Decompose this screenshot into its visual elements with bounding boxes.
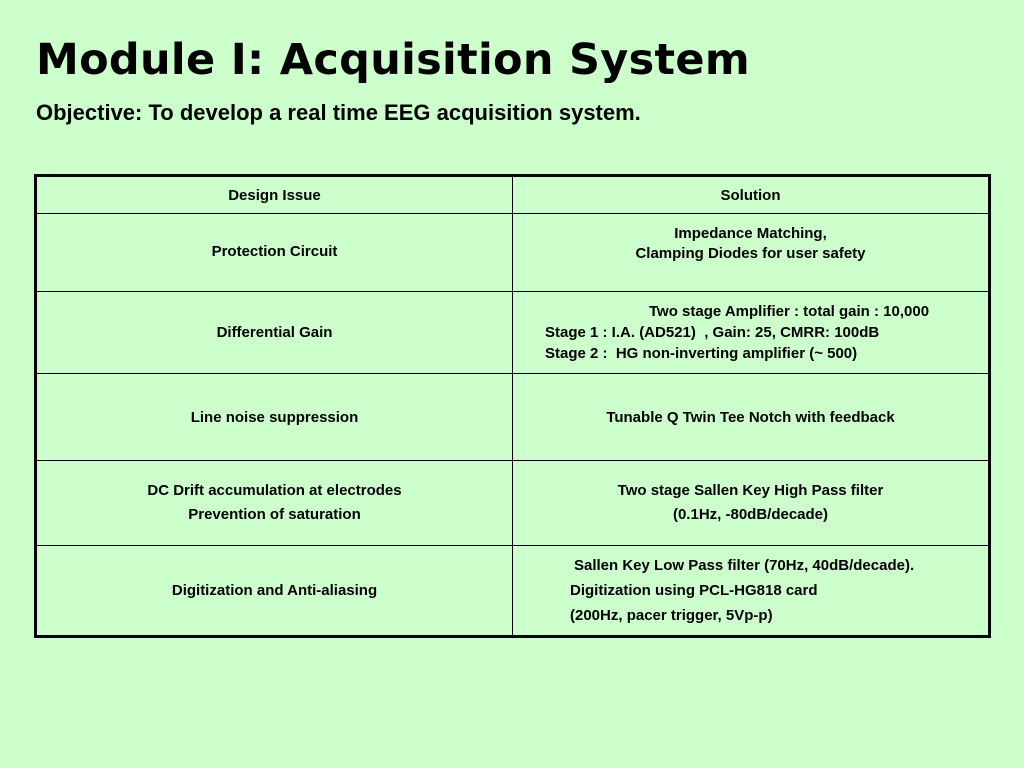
solution-cell: Two stage Amplifier : total gain : 10,00… bbox=[512, 291, 990, 374]
solution-line: Stage 1 : I.A. (AD521) , Gain: 25, CMRR:… bbox=[545, 324, 880, 341]
solution-line: (0.1Hz, -80dB/decade) bbox=[672, 506, 829, 523]
issue-text: Prevention of saturation bbox=[188, 506, 361, 523]
header-design-issue: Design Issue bbox=[35, 175, 513, 214]
solution-line: Two stage Sallen Key High Pass filter bbox=[617, 482, 884, 499]
solution-line: (200Hz, pacer trigger, 5Vp-p) bbox=[570, 607, 773, 624]
solution-cell: Sallen Key Low Pass filter (70Hz, 40dB/d… bbox=[512, 545, 990, 637]
issue-cell: Protection Circuit bbox=[35, 213, 513, 292]
slide-objective: Objective: To develop a real time EEG ac… bbox=[36, 100, 641, 125]
table-row: Protection Circuit Impedance Matching, C… bbox=[35, 213, 990, 292]
solution-cell: Impedance Matching, Clamping Diodes for … bbox=[512, 213, 990, 292]
design-issues-table: Design Issue Solution Protection Circuit… bbox=[34, 174, 991, 638]
table-row: DC Drift accumulation at electrodes Prev… bbox=[35, 460, 990, 546]
solution-line: Two stage Amplifier : total gain : 10,00… bbox=[649, 303, 930, 320]
issue-text: Differential Gain bbox=[216, 324, 333, 341]
solution-line: Tunable Q Twin Tee Notch with feedback bbox=[606, 408, 895, 426]
issue-cell: DC Drift accumulation at electrodes Prev… bbox=[35, 460, 513, 546]
solution-line: Digitization using PCL-HG818 card bbox=[570, 582, 818, 599]
solution-line: Stage 2 : HG non-inverting amplifier (~ … bbox=[545, 345, 858, 362]
slide-title: Module I: Acquisition System bbox=[36, 35, 750, 85]
table-header-row: Design Issue Solution bbox=[35, 175, 990, 214]
table-row: Line noise suppression Tunable Q Twin Te… bbox=[35, 373, 990, 461]
table-row: Differential Gain Two stage Amplifier : … bbox=[35, 291, 990, 374]
issue-text: Digitization and Anti-aliasing bbox=[171, 582, 378, 599]
issue-cell: Line noise suppression bbox=[35, 373, 513, 461]
issue-cell: Differential Gain bbox=[35, 291, 513, 374]
solution-line: Clamping Diodes for user safety bbox=[635, 244, 866, 262]
issue-text: Line noise suppression bbox=[190, 408, 359, 426]
table-row: Digitization and Anti-aliasing Sallen Ke… bbox=[35, 545, 990, 637]
issue-text: DC Drift accumulation at electrodes bbox=[147, 482, 402, 499]
solution-line: Impedance Matching, bbox=[674, 224, 827, 242]
solution-cell: Two stage Sallen Key High Pass filter (0… bbox=[512, 460, 990, 546]
header-solution: Solution bbox=[512, 175, 990, 214]
issue-cell: Digitization and Anti-aliasing bbox=[35, 545, 513, 637]
issue-text: Protection Circuit bbox=[211, 243, 338, 260]
solution-cell: Tunable Q Twin Tee Notch with feedback bbox=[512, 373, 990, 461]
solution-line: Sallen Key Low Pass filter (70Hz, 40dB/d… bbox=[574, 557, 915, 574]
